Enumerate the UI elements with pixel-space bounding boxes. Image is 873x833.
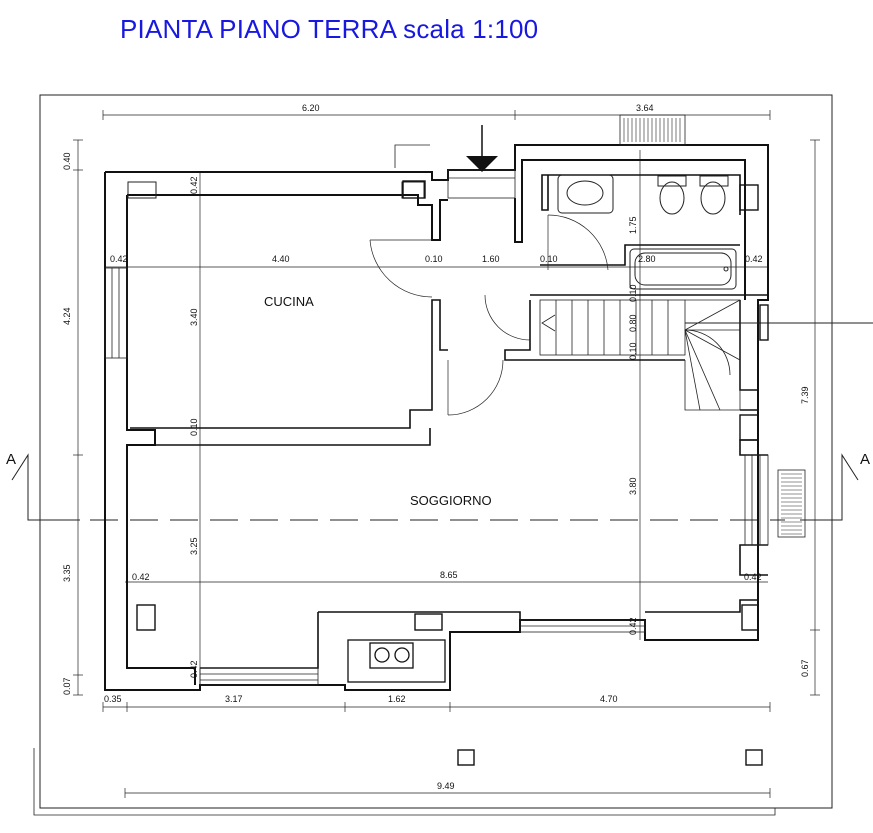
dim-kitchen-bottom-wall: 0.10 — [189, 418, 199, 436]
section-mark-left: A — [6, 451, 16, 468]
dim-hall-width: 1.60 — [482, 254, 500, 264]
dim-bath-height: 1.75 — [628, 216, 638, 234]
dim-bottom-left-wall: 0.42 — [189, 660, 199, 678]
exterior-walls — [104, 144, 769, 691]
dim-bottom-total: 9.49 — [437, 781, 455, 791]
dim-bath-width: 2.80 — [638, 254, 656, 264]
drawing-title: PIANTA PIANO TERRA scala 1:100 — [120, 14, 539, 44]
cooktop — [347, 639, 446, 683]
terrace-outline — [33, 748, 776, 816]
dim-top-right: 3.64 — [636, 103, 654, 113]
outer-frame — [39, 94, 833, 809]
dim-left-bottom: 0.07 — [62, 677, 72, 695]
section-mark-right: A — [860, 451, 870, 468]
dim-partition-b: 0.10 — [540, 254, 558, 264]
dim-stair-wall-a: 0.10 — [628, 284, 638, 302]
dim-stair-depth: 0.80 — [628, 314, 638, 332]
windows — [104, 169, 769, 686]
dim-kitchen-width: 4.40 — [272, 254, 290, 264]
dim-bottom-2: 3.17 — [225, 694, 243, 704]
section-line — [11, 453, 859, 521]
door-swings — [369, 214, 609, 416]
dim-stair-wall-b: 0.10 — [628, 342, 638, 360]
dim-left-lower: 3.35 — [62, 564, 72, 582]
grille-slats — [623, 118, 802, 535]
exterior-step — [394, 144, 430, 168]
dimension-labels: 6.20 3.64 0.40 4.24 3.35 0.07 7.39 0.67 … — [62, 103, 810, 791]
room-label-living: SOGGIORNO — [410, 493, 492, 508]
staircase — [539, 299, 873, 411]
dim-bottom-4: 4.70 — [600, 694, 618, 704]
bathroom-fixtures — [127, 174, 737, 290]
dim-living-right-wall: 0.42 — [744, 572, 762, 582]
dim-bottom-right-wall: 0.42 — [628, 617, 638, 635]
dim-kitchen-height: 3.40 — [189, 308, 199, 326]
terrace-posts — [457, 749, 763, 766]
dim-living-lower-height: 3.25 — [189, 537, 199, 555]
dim-kitchen-wall-top: 0.42 — [189, 176, 199, 194]
dim-kitchen-left-wall: 0.42 — [110, 254, 128, 264]
dim-living-width: 8.65 — [440, 570, 458, 580]
dim-right-upper: 7.39 — [800, 386, 810, 404]
dim-left-upper: 4.24 — [62, 307, 72, 325]
vent-grilles — [619, 114, 806, 538]
dim-bottom-3: 1.62 — [388, 694, 406, 704]
dim-living-height: 3.80 — [628, 477, 638, 495]
entrance-arrow-icon — [466, 125, 498, 172]
dim-left-top-offset: 0.40 — [62, 152, 72, 170]
dim-partition-a: 0.10 — [425, 254, 443, 264]
dim-bottom-1: 0.35 — [104, 694, 122, 704]
dim-right-bottom: 0.67 — [800, 659, 810, 677]
dim-right-wall-upper: 0.42 — [745, 254, 763, 264]
dim-top-left: 6.20 — [302, 103, 320, 113]
dim-living-left-wall: 0.42 — [132, 572, 150, 582]
dimension-lines — [73, 110, 820, 798]
pillars — [136, 180, 769, 631]
room-label-kitchen: CUCINA — [264, 294, 314, 309]
